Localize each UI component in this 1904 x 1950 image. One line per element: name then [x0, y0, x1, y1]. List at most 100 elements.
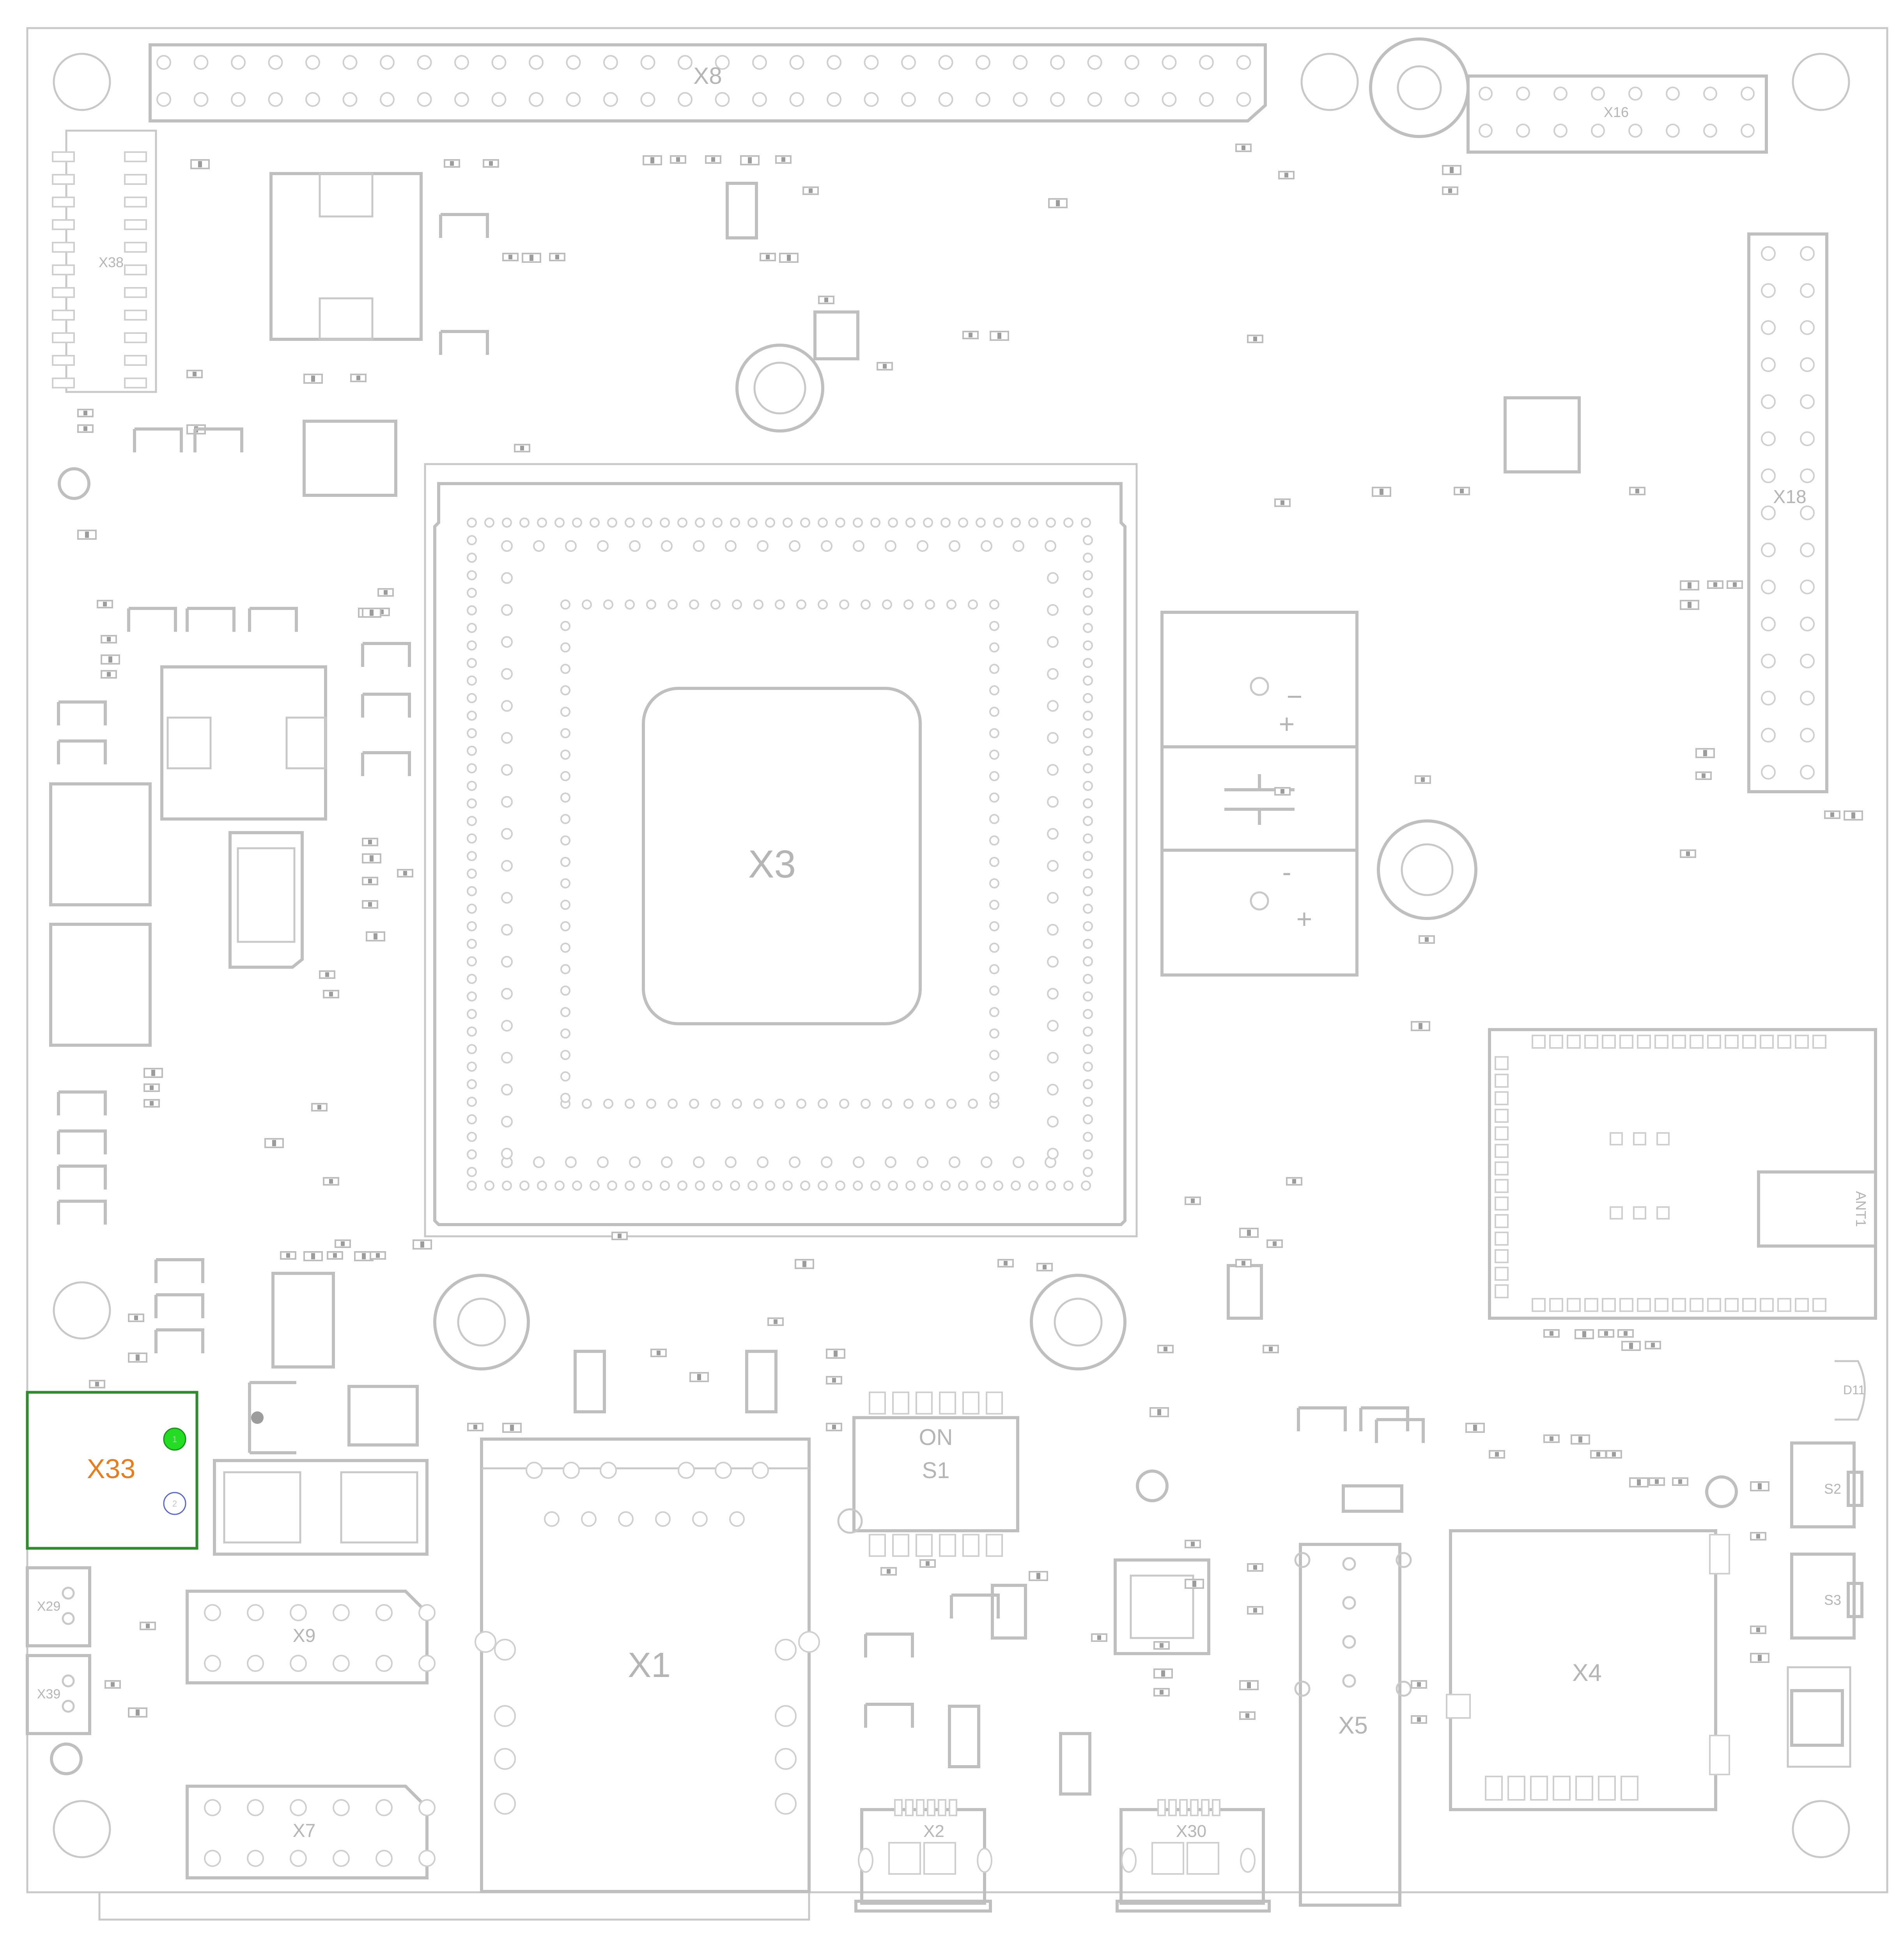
- pad: [1761, 765, 1776, 780]
- smd-core: [450, 161, 454, 166]
- pad: [917, 1156, 928, 1168]
- bracket-cap: [154, 1328, 204, 1353]
- pad: [1800, 394, 1815, 409]
- pad: [333, 1604, 350, 1621]
- highlighted-x33[interactable]: 1 2 X33: [26, 1391, 198, 1550]
- socket-x3: X3: [424, 463, 1138, 1237]
- pad: [467, 675, 477, 686]
- pad: [1047, 1020, 1059, 1032]
- smd-core: [1733, 582, 1737, 587]
- passive-components: [57, 144, 1863, 1728]
- connector-x9: X9: [186, 1590, 436, 1684]
- pad: [1083, 623, 1093, 633]
- pad: [1761, 691, 1776, 706]
- pad: [467, 1044, 477, 1054]
- pad: [629, 540, 641, 552]
- pad: [892, 1392, 909, 1415]
- pad: [1800, 357, 1815, 372]
- smd-core: [832, 1425, 836, 1429]
- bracket-cap: [57, 1129, 107, 1154]
- smd-core: [1419, 1023, 1422, 1029]
- pad: [560, 1050, 570, 1060]
- pad: [560, 642, 570, 652]
- pad: [678, 55, 693, 70]
- wireless-module: ANT1: [1488, 1028, 1877, 1320]
- pad: [1761, 728, 1776, 743]
- pad: [747, 518, 758, 528]
- pad: [1028, 1181, 1038, 1191]
- pad: [560, 835, 570, 846]
- bracket-cap: [864, 1633, 914, 1658]
- smd-core: [1097, 1635, 1101, 1640]
- pad: [1761, 431, 1776, 446]
- smd-core: [1161, 1670, 1165, 1677]
- pad: [467, 658, 477, 668]
- bracket-cap: [57, 700, 107, 725]
- pad: [566, 92, 581, 107]
- pad: [1741, 124, 1755, 138]
- pad: [1709, 1735, 1730, 1775]
- pad: [1047, 892, 1059, 904]
- pad: [124, 355, 147, 366]
- pad: [52, 378, 75, 388]
- pad: [661, 1156, 673, 1168]
- pad: [1666, 124, 1680, 138]
- smd-core: [362, 1253, 366, 1259]
- smd-core: [1830, 812, 1834, 817]
- pad: [923, 1181, 933, 1191]
- pad: [1690, 1035, 1704, 1049]
- smd-core: [1495, 1452, 1499, 1457]
- pad: [247, 1799, 264, 1816]
- pad: [418, 1850, 436, 1867]
- pad: [1047, 1084, 1059, 1096]
- smd-core: [787, 255, 791, 261]
- smd-core: [150, 1085, 154, 1090]
- pad: [1709, 1534, 1730, 1574]
- smd-core: [676, 157, 680, 162]
- pad: [1013, 55, 1028, 70]
- electrolytic-capacitor: − + - +: [1160, 611, 1358, 977]
- pad: [989, 986, 999, 996]
- pad: [333, 1799, 350, 1816]
- pad: [949, 1799, 957, 1816]
- pad: [501, 1020, 513, 1032]
- pad: [938, 55, 953, 70]
- pad: [827, 92, 841, 107]
- smd-core: [774, 1319, 778, 1324]
- pad: [1800, 468, 1815, 483]
- pad: [1047, 668, 1059, 680]
- pad: [923, 518, 933, 528]
- pad: [560, 621, 570, 631]
- smd-core: [1450, 167, 1454, 173]
- pad: [775, 1705, 797, 1727]
- pad: [572, 1181, 582, 1191]
- pad: [1083, 816, 1093, 826]
- pad: [1707, 1035, 1721, 1049]
- pad: [467, 1097, 477, 1107]
- pad: [715, 92, 730, 107]
- pad: [554, 518, 565, 528]
- smd-core: [489, 161, 493, 166]
- pad: [695, 518, 705, 528]
- pad: [1530, 1776, 1548, 1801]
- board-outline: [26, 27, 1888, 1893]
- smd-core: [325, 972, 329, 977]
- pad: [1121, 1848, 1137, 1873]
- smd-core: [650, 157, 654, 163]
- smd-core: [107, 637, 111, 642]
- pad: [603, 1099, 613, 1109]
- switch-s3: S3: [1790, 1553, 1863, 1640]
- smd-core: [1678, 1479, 1682, 1484]
- pad: [1602, 1035, 1616, 1049]
- smd-core: [510, 1425, 514, 1431]
- pad: [467, 1114, 477, 1124]
- pad: [1672, 1035, 1686, 1049]
- pad: [560, 1071, 570, 1081]
- pad: [989, 685, 999, 695]
- x33-highlight-box[interactable]: [26, 1391, 198, 1550]
- pad: [1081, 518, 1091, 528]
- s1-on-label: ON: [919, 1425, 953, 1450]
- bracket-cap: [361, 693, 411, 718]
- pad: [939, 1392, 956, 1415]
- pad: [1812, 1298, 1826, 1312]
